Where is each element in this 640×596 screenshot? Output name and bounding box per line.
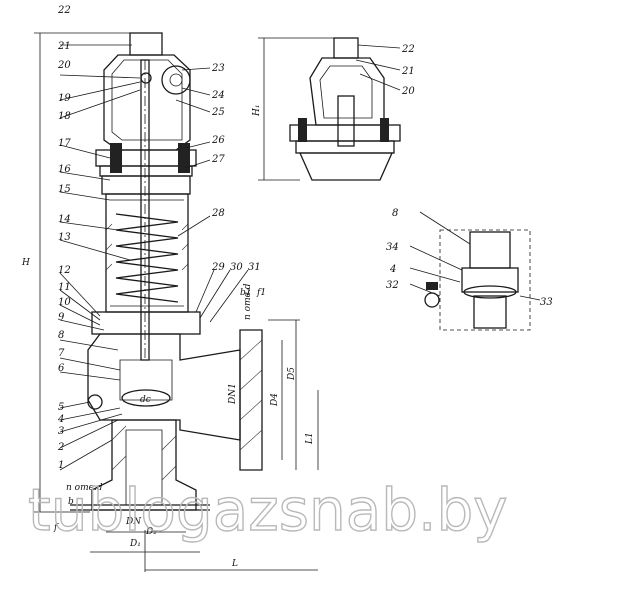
dim-L: L — [231, 559, 238, 569]
dim-DN: DN — [125, 517, 142, 527]
dim-D1: D₁ — [129, 539, 141, 549]
label-2: 2 — [57, 442, 64, 453]
top-right-view — [258, 37, 401, 181]
top-label-21: 21 — [401, 66, 415, 77]
valve-cap — [103, 32, 191, 151]
label-10: 10 — [58, 297, 71, 308]
label-8: 8 — [58, 330, 64, 341]
spring-housing — [105, 193, 189, 313]
label-3: 3 — [58, 426, 64, 437]
label-28: 28 — [211, 208, 225, 219]
detail-label-4: 4 — [389, 264, 396, 275]
label-20: 20 — [57, 60, 71, 71]
label-1: 1 — [58, 460, 64, 471]
detail-label-34: 34 — [386, 242, 399, 253]
label-12: 12 — [58, 265, 71, 276]
label-31: 31 — [248, 262, 261, 273]
dim-b1: b1 — [240, 288, 252, 298]
bonnet-flange — [95, 143, 197, 195]
label-4: 4 — [57, 414, 64, 425]
main-view-labels: 22 21 20 19 18 17 16 15 14 13 12 11 10 9… — [57, 5, 71, 471]
watermark: tublogazsnab.by — [28, 476, 508, 544]
section-hatching — [105, 223, 263, 481]
detail-label-8: 8 — [392, 208, 398, 219]
detail-label-32: 32 — [386, 280, 399, 291]
label-16: 16 — [58, 164, 71, 175]
label-24: 24 — [211, 90, 225, 101]
inlet-nozzle — [70, 419, 210, 511]
label-17: 17 — [58, 138, 71, 149]
dim-b: b — [68, 497, 74, 507]
label-6: 6 — [58, 363, 65, 374]
detail-view — [409, 211, 541, 331]
right-leader-lines — [175, 67, 249, 323]
dim-D5: D5 — [287, 367, 297, 381]
label-15: 15 — [58, 184, 71, 195]
top-label-22: 22 — [401, 44, 415, 55]
dim-D2: D₂ — [145, 527, 157, 537]
label-18: 18 — [58, 111, 71, 122]
label-29: 29 — [211, 262, 225, 273]
label-26: 26 — [211, 135, 225, 146]
top-view-labels: 22 21 20 — [401, 44, 415, 97]
valve-body-lower — [87, 311, 263, 471]
dim-f: f — [53, 523, 59, 533]
dim-L1: L1 — [305, 432, 315, 445]
dim-dc: dc — [140, 395, 151, 405]
dim-H: H — [21, 258, 30, 268]
label-30: 30 — [230, 262, 243, 273]
label-25: 25 — [211, 107, 225, 118]
dim-DN1: DN1 — [228, 383, 238, 405]
label-9: 9 — [58, 312, 65, 323]
dim-D4: D4 — [270, 393, 280, 407]
label-5: 5 — [58, 402, 64, 413]
label-27: 27 — [211, 154, 225, 165]
detail-view-labels: 8 34 4 32 33 — [386, 208, 553, 308]
label-23: 23 — [211, 63, 225, 74]
label-22: 22 — [57, 5, 71, 16]
dim-nd1: n отв.d — [243, 283, 253, 320]
top-label-20: 20 — [401, 86, 415, 97]
label-21: 21 — [57, 41, 71, 52]
label-7: 7 — [58, 348, 65, 359]
dimension-lines — [34, 32, 319, 572]
label-13: 13 — [58, 232, 71, 243]
left-leader-lines — [59, 44, 141, 471]
dim-nd: n отв.d — [66, 483, 103, 493]
dim-f1: f1 — [256, 288, 266, 298]
valve-stem — [140, 59, 150, 361]
dimension-labels: H H₁ L L1 dc DN1 DN D₁ D₂ D5 D4 b1 f1 n … — [21, 105, 315, 569]
label-11: 11 — [58, 282, 71, 293]
main-view-labels-right: 23 24 25 26 27 28 29 30 31 — [211, 63, 261, 273]
label-14: 14 — [58, 214, 71, 225]
detail-label-33: 33 — [540, 297, 553, 308]
label-19: 19 — [58, 93, 71, 104]
dim-H1: H₁ — [252, 105, 262, 117]
